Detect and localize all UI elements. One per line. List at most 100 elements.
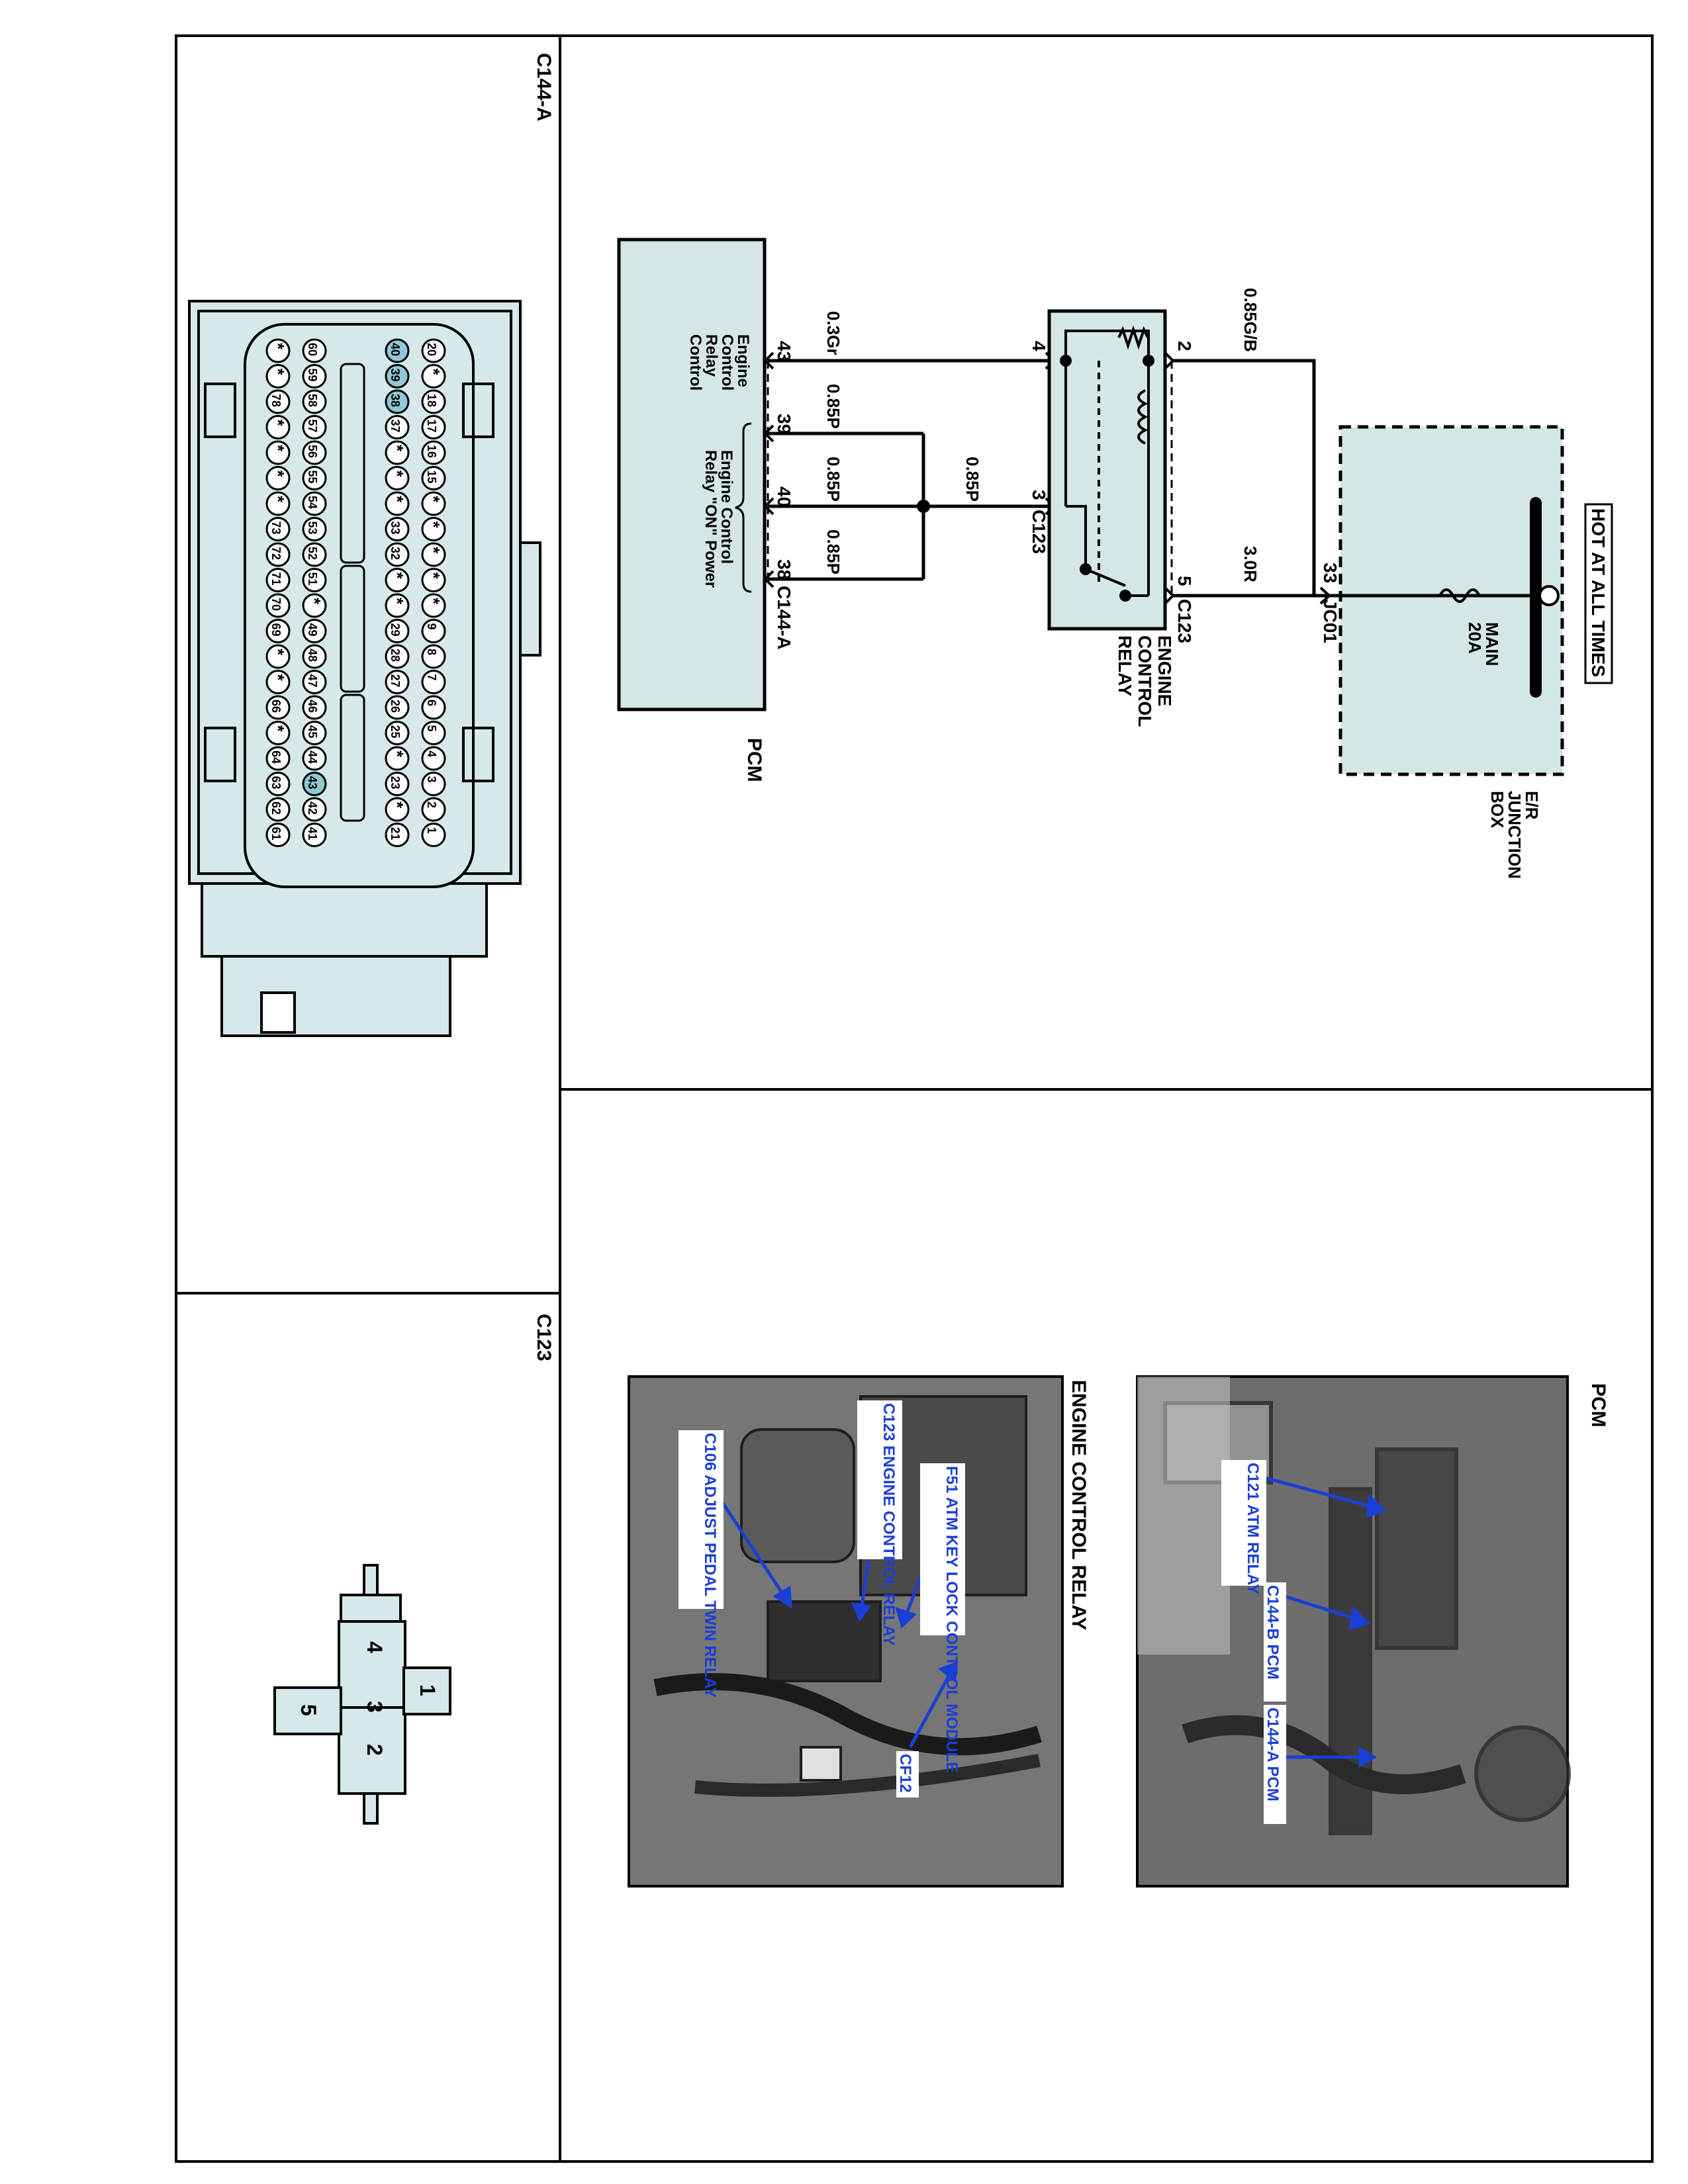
- c144a-pin-label: 52: [306, 547, 319, 560]
- wire-085gb: 0.85G/B: [1241, 288, 1260, 352]
- c144a-pin-label: 29: [389, 623, 402, 637]
- relay-label-3: RELAY: [1115, 635, 1135, 697]
- c144a-title: C144-A: [533, 53, 555, 121]
- c144a-pin-label: *: [387, 496, 407, 503]
- c144a-pin-label: *: [268, 496, 288, 503]
- c144a-pin-label: 53: [306, 522, 319, 535]
- c144a-pin-label: 3: [425, 776, 438, 783]
- pcm-pin-43: 43: [774, 341, 794, 361]
- c144a-pin-label: 48: [306, 649, 319, 662]
- c144a-pin: [421, 593, 446, 618]
- c144a-pin: [302, 568, 327, 592]
- c144a-pin-label: 20: [425, 343, 438, 356]
- c144a-pin: [302, 364, 327, 388]
- c144a-pin: [421, 797, 446, 822]
- c144a-pin: [302, 797, 327, 822]
- relay-photo-title: ENGINE CONTROL RELAY: [1068, 1380, 1090, 1630]
- c144a-pin-label: *: [424, 572, 444, 580]
- c144a-pin: [265, 670, 291, 694]
- wire-085p-40: 0.85P: [823, 457, 843, 502]
- c144a-pin-label: 72: [269, 547, 283, 560]
- pcm-pin-38: 38: [774, 559, 794, 580]
- c144a-pin-label: 7: [425, 674, 438, 681]
- c144a-pin-label: 17: [425, 420, 438, 433]
- wire-03gr: 0.3Gr: [823, 311, 843, 355]
- c144a-pin: [265, 695, 291, 720]
- c144a-pin: [385, 389, 410, 414]
- junction-box-label-1: E/R: [1522, 791, 1542, 820]
- c144a-pin-label: 4: [425, 751, 438, 757]
- wire-3r: 3.0R: [1241, 546, 1260, 582]
- c144a-pin-label: *: [305, 598, 324, 605]
- fuse-icon: [1438, 588, 1481, 603]
- c144a-pin: [265, 338, 291, 363]
- c144a-pin: [265, 440, 291, 465]
- c144a-pin: [421, 389, 446, 414]
- c144a-pin-label: 2: [425, 801, 438, 808]
- c144a-pin: [302, 338, 327, 363]
- c144a-pin-grid: 20*18171615*****98765432140393837***3332…: [265, 338, 446, 847]
- c144a-pin: [385, 568, 410, 592]
- c144a-pin-label: 5: [425, 725, 438, 732]
- c144a-pin-label: 23: [389, 776, 402, 790]
- pcm-label: PCM: [743, 738, 765, 782]
- c144a-pin: [265, 797, 291, 822]
- c144a-pin: [265, 568, 291, 592]
- c144a-pin-label: 59: [306, 369, 319, 382]
- c144a-pin: [421, 823, 446, 847]
- c144a-pin: [302, 593, 327, 618]
- c144a-pin: [265, 746, 291, 771]
- c144a-pin: [385, 797, 410, 822]
- splice-dot: [917, 500, 930, 513]
- c144a-pin: [302, 542, 327, 567]
- c144a-pin: [421, 746, 446, 771]
- c144a-pin: [385, 415, 410, 439]
- c144a-pin-label: 21: [389, 827, 402, 841]
- pcm-func-1-4: Control: [686, 334, 704, 390]
- relay-callout-4: CF12: [896, 1754, 914, 1793]
- c144a-pin-label: 25: [389, 725, 402, 739]
- c144a-pin-label: *: [387, 598, 407, 605]
- c144a-pin: [385, 593, 410, 618]
- c144a-pin: [385, 440, 410, 465]
- c144a-pin: [421, 415, 446, 439]
- connector-c123-panel: C123 4 3 1 5 2: [273, 1314, 555, 1825]
- c144a-pin-label: 32: [389, 547, 402, 560]
- relay-connector: C123: [1174, 599, 1195, 643]
- c144a-pin-label: *: [387, 751, 407, 758]
- c123-pin-5: 5: [297, 1704, 320, 1716]
- c144a-pin-label: 58: [306, 394, 319, 407]
- c144a-pin-label: 54: [306, 496, 319, 509]
- c144a-pin: [265, 644, 291, 669]
- relay-pin-2: 2: [1174, 341, 1195, 351]
- c144a-pin: [421, 542, 446, 567]
- c144a-pin-label: 8: [425, 649, 438, 655]
- c144a-pin-label: *: [268, 649, 288, 656]
- c144a-pin: [421, 721, 446, 745]
- c144a-pin: [265, 542, 291, 567]
- fuse-rating: 20A: [1465, 622, 1485, 654]
- c144a-pin-label: 69: [269, 623, 283, 637]
- c144a-pin: [385, 721, 410, 745]
- c144a-pin-label: 62: [269, 801, 283, 815]
- c144a-pin: [385, 670, 410, 694]
- c144a-pin-label: 26: [389, 700, 402, 713]
- connector-c144a-panel: C144-A 20*18171615*****98765432140393837…: [188, 53, 555, 1037]
- c144a-pin-label: 55: [306, 471, 319, 484]
- c144a-pin: [302, 644, 327, 669]
- junction-box-label-3: BOX: [1487, 791, 1507, 829]
- c144a-pin-label: *: [268, 369, 288, 376]
- pcm-photo-title: PCM: [1587, 1383, 1609, 1428]
- c144a-pin-label: *: [424, 496, 444, 503]
- c144a-pin: [385, 466, 410, 490]
- junction-box: [1338, 425, 1564, 776]
- c123-title: C123: [533, 1314, 555, 1361]
- pcm-callout-3: C144-A PCM: [1264, 1707, 1282, 1801]
- c144a-pin: [421, 568, 446, 592]
- c144a-pin-label: 64: [269, 751, 283, 764]
- c144a-pin: [385, 772, 410, 796]
- relay-callout-1: F51 ATM KEY LOCK CONTROL MODULE: [943, 1466, 961, 1772]
- c144a-pin: [302, 695, 327, 720]
- c144a-pin: [385, 695, 410, 720]
- pcm-func-1-1: Engine: [734, 334, 752, 387]
